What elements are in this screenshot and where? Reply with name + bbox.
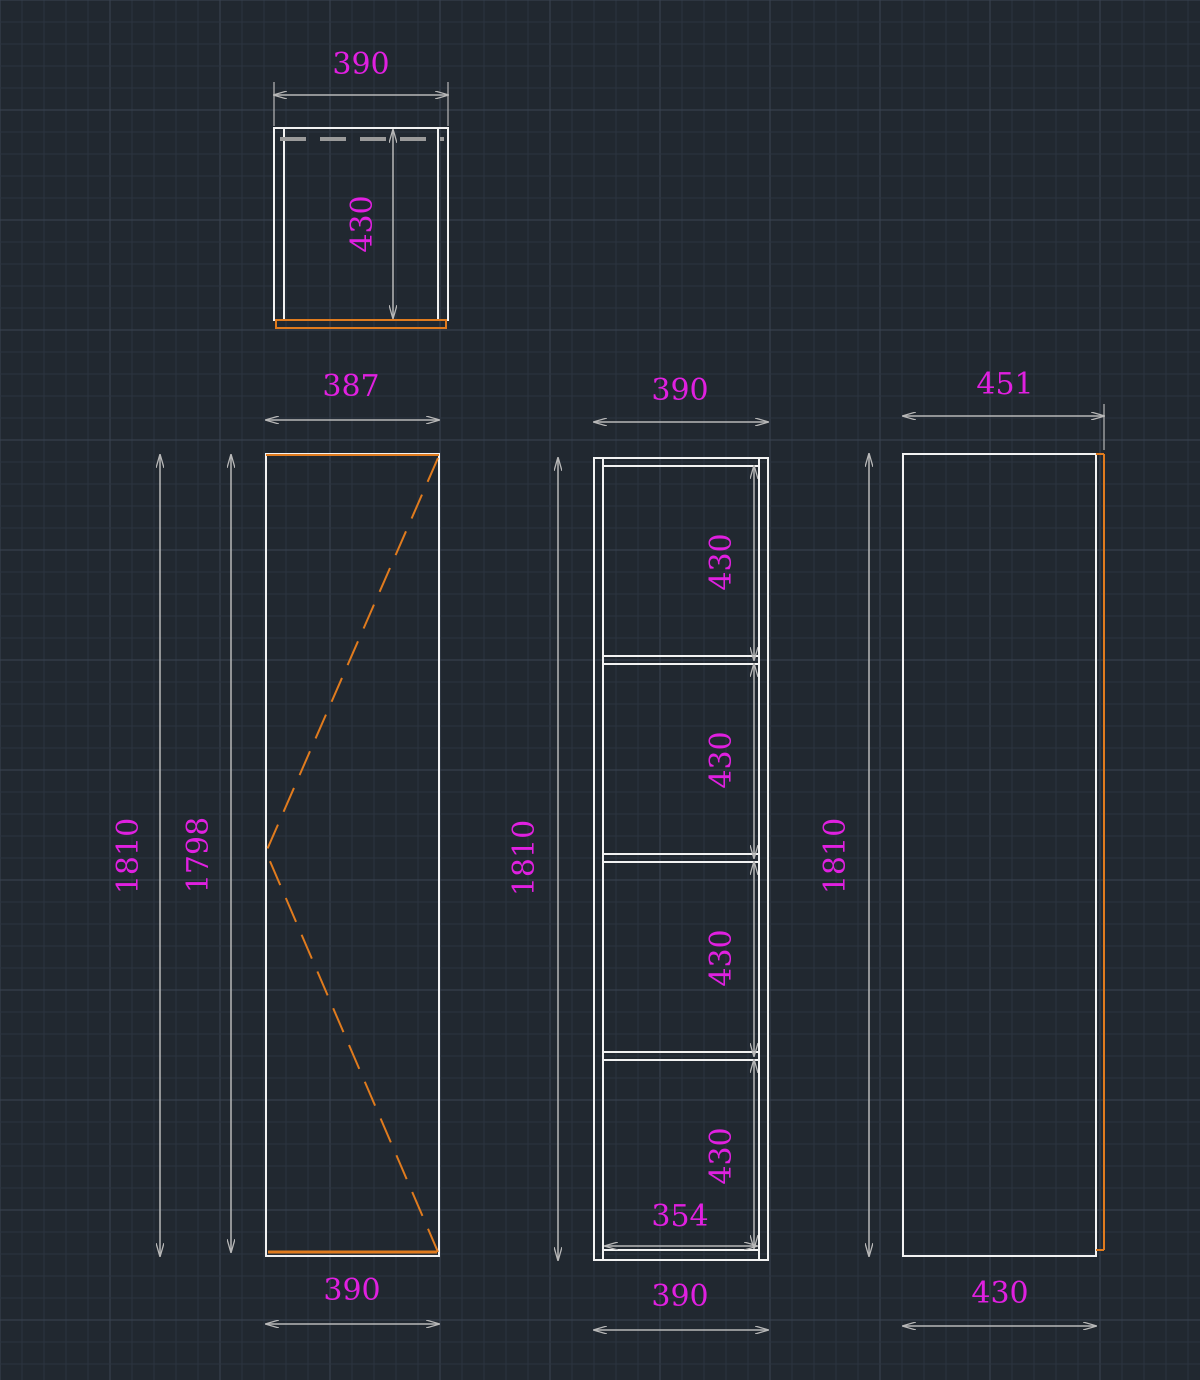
side-view-top-width-label: 451 <box>976 367 1033 402</box>
shelf-3 <box>602 1051 760 1061</box>
open-view-overall-height-label: 1810 <box>507 820 542 896</box>
door-bottom-width-label: 390 <box>323 1273 380 1308</box>
carcass-outline <box>593 457 769 1261</box>
compartment-1-height-label: 430 <box>704 533 739 590</box>
compartment-4-height-label: 430 <box>704 1127 739 1184</box>
door-height-label: 1798 <box>181 817 216 893</box>
door-top-width-label: 387 <box>322 369 379 404</box>
side-view: 451 430 1810 <box>818 367 1105 1326</box>
shelf-1 <box>602 655 760 665</box>
compartment-3-height-label: 430 <box>704 929 739 986</box>
door-overall-height-label: 1810 <box>111 818 146 894</box>
top-view-door-edge <box>275 319 447 329</box>
side-panel-outline <box>902 453 1097 1257</box>
front-open-view: 390 390 1810 430 430 430 430 354 <box>507 373 769 1330</box>
front-door-view: 387 390 1810 1798 <box>111 369 440 1324</box>
side-view-bottom-width-label: 430 <box>971 1276 1028 1311</box>
inner-width-label: 354 <box>651 1199 708 1234</box>
door-hinge-swing-lines <box>264 457 439 1253</box>
open-view-bottom-width-label: 390 <box>651 1279 708 1314</box>
side-view-overall-height-label: 1810 <box>818 818 853 894</box>
compartment-2-height-label: 430 <box>704 731 739 788</box>
top-view-width-label: 390 <box>332 47 389 82</box>
shelf-2 <box>602 853 760 863</box>
open-view-top-width-label: 390 <box>651 373 708 408</box>
shelf-boards <box>602 655 760 1061</box>
top-view-depth-label: 430 <box>345 195 380 252</box>
top-view: 390 430 <box>273 47 449 329</box>
